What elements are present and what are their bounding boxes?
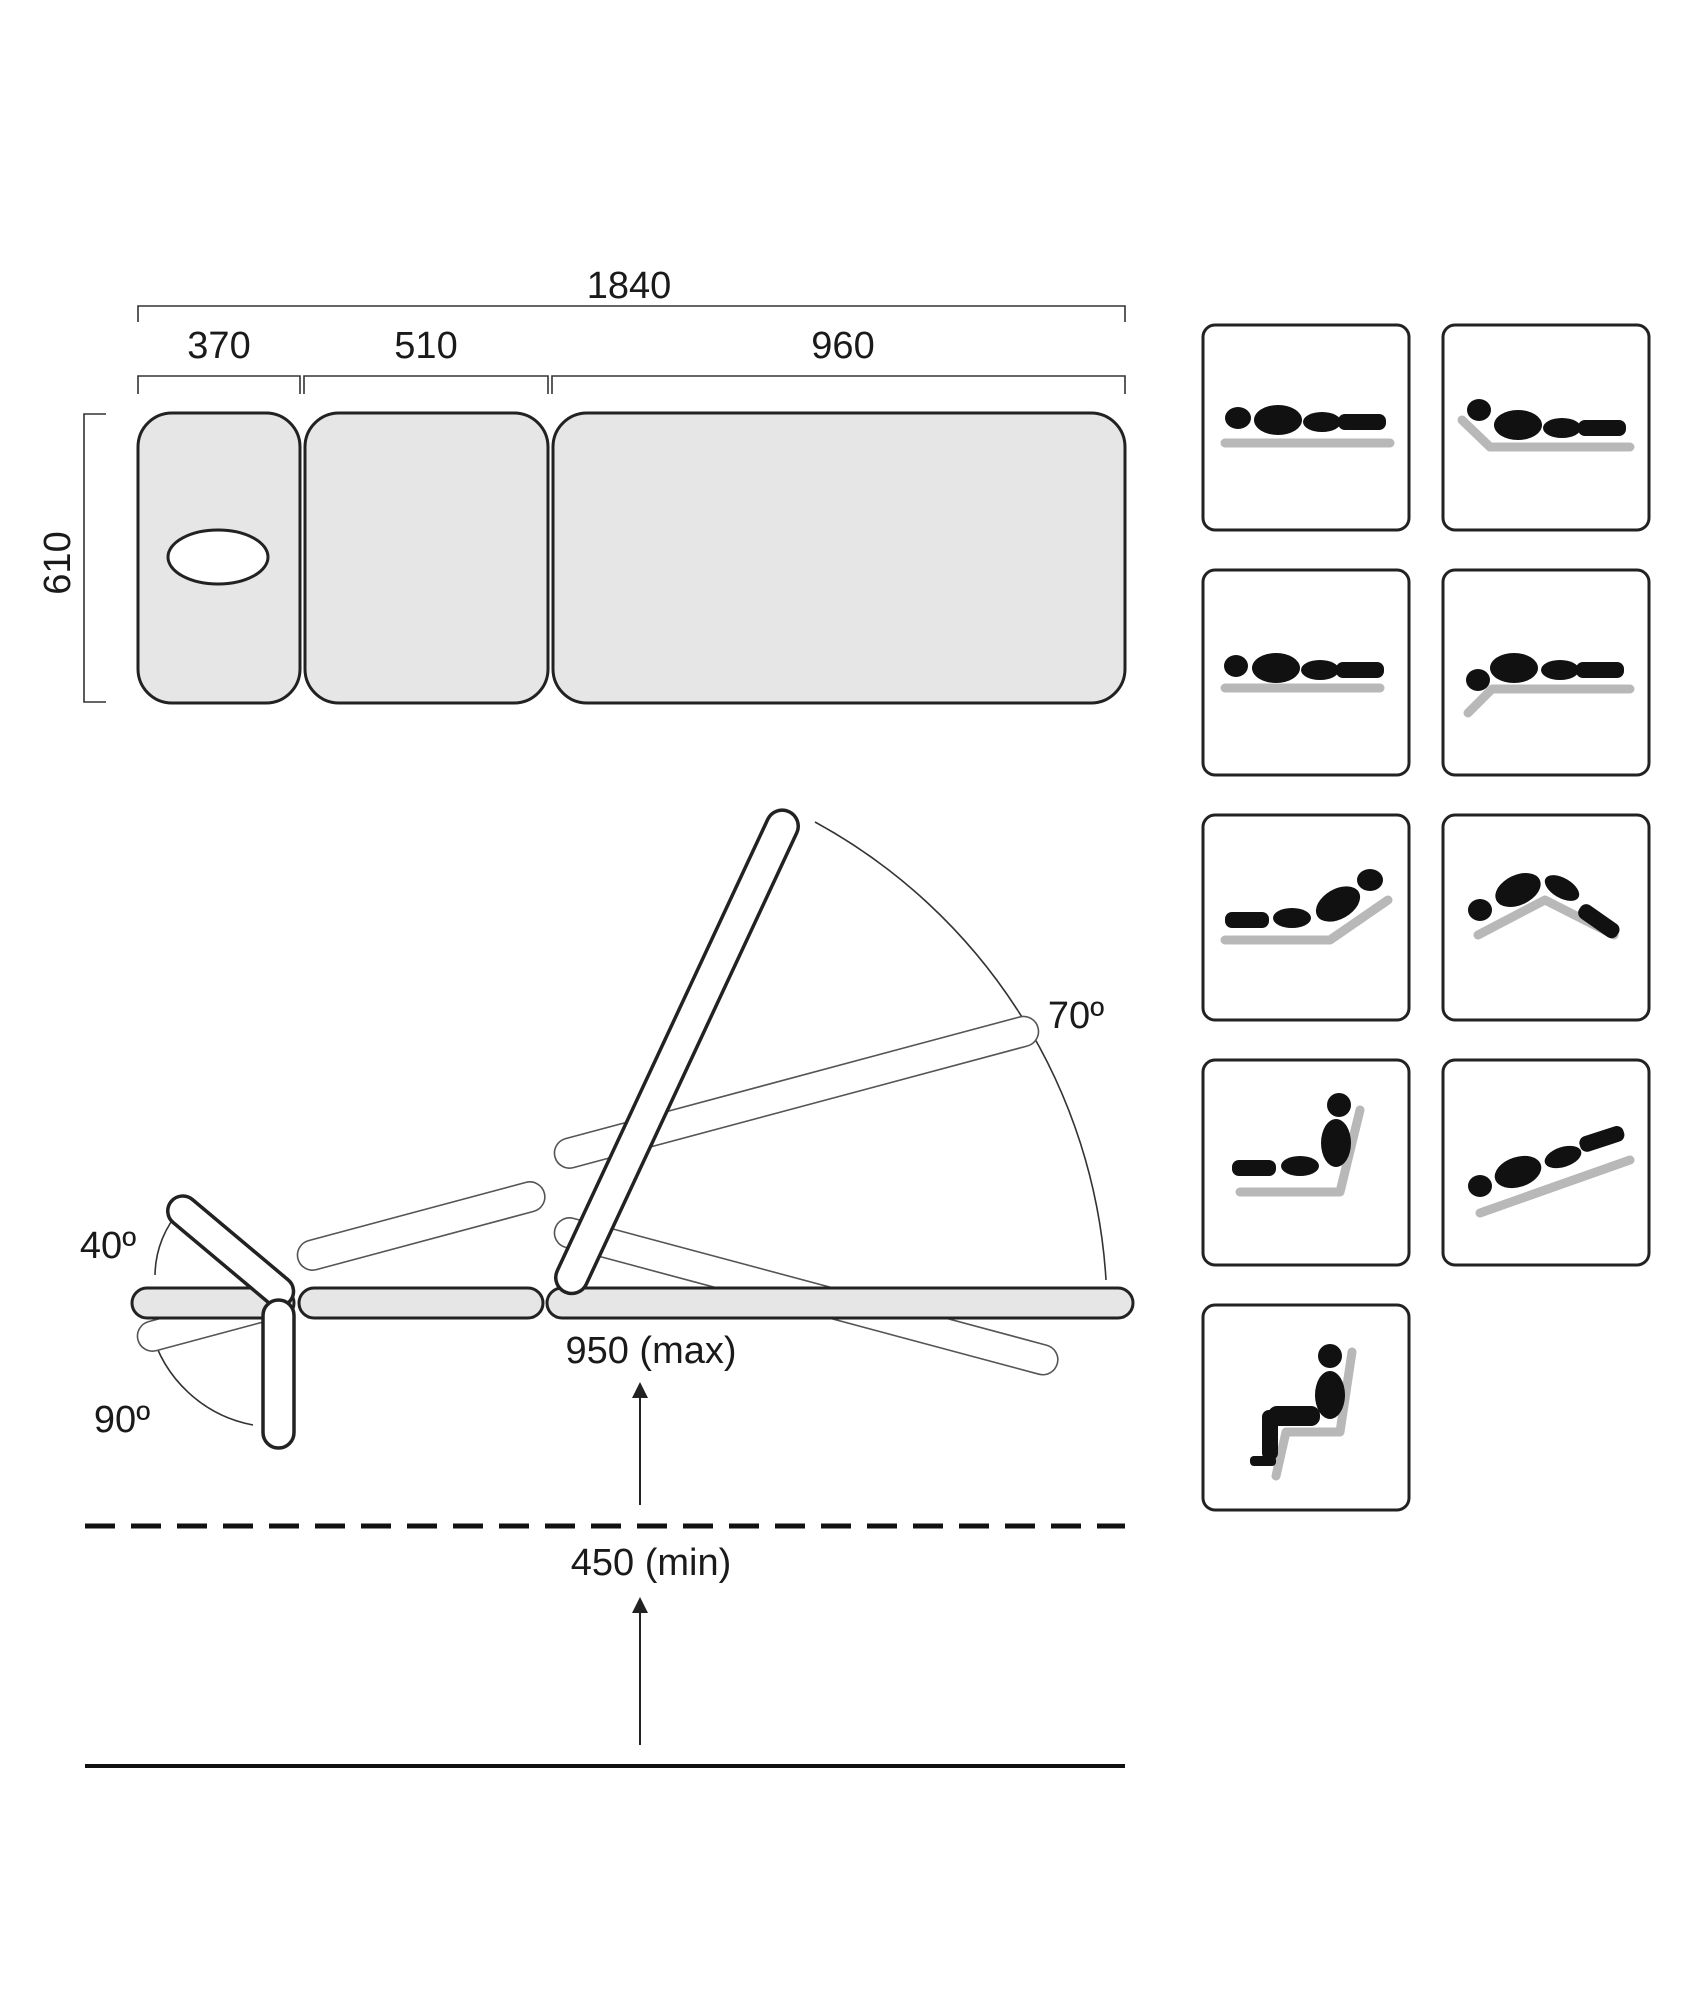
position-icons xyxy=(1201,323,1651,1512)
dimension-total-length: 1840 xyxy=(587,265,672,307)
position-card xyxy=(1441,323,1651,532)
position-card xyxy=(1201,813,1411,1022)
position-card xyxy=(1201,568,1411,777)
head-up-angle-label: 40º xyxy=(80,1225,136,1267)
long-sitting-icon xyxy=(1232,1093,1365,1197)
supine-flat-icon xyxy=(1220,405,1395,448)
dimension-middle-length: 510 xyxy=(394,325,457,367)
dimension-width: 610 xyxy=(37,531,79,594)
trendelenburg-icon xyxy=(1468,1125,1635,1218)
side-middle-section xyxy=(297,1286,545,1320)
middle-section xyxy=(303,411,550,705)
top-view: 1840 370 510 960 610 xyxy=(37,265,1127,705)
dimension-bracket-leg xyxy=(551,375,1126,394)
face-hole xyxy=(166,528,270,586)
dimension-bracket-width xyxy=(83,413,106,703)
position-card xyxy=(1201,1058,1411,1267)
back-angle-arc xyxy=(814,821,1107,1281)
head-down-angle-label: 90º xyxy=(94,1399,150,1441)
head-section-down xyxy=(261,1298,296,1450)
leg-section xyxy=(551,411,1127,705)
ghost-middle-section-raised xyxy=(296,1181,546,1271)
min-height-label: 450 (min) xyxy=(571,1542,732,1584)
supine-head-down-icon xyxy=(1457,399,1635,452)
max-height-label: 950 (max) xyxy=(565,1330,736,1372)
dimension-head-length: 370 xyxy=(187,325,250,367)
side-leg-section xyxy=(545,1286,1135,1320)
position-card xyxy=(1201,323,1411,532)
max-height-arrowhead xyxy=(632,1382,648,1398)
head-section-raised xyxy=(166,1194,296,1309)
position-card xyxy=(1441,813,1651,1022)
side-head-section xyxy=(130,1286,296,1320)
v-position-icon xyxy=(1468,873,1620,940)
back-angle-label: 70º xyxy=(1048,995,1104,1037)
dimension-leg-length: 960 xyxy=(811,325,874,367)
reclined-back-raised-icon xyxy=(1220,869,1393,945)
ghost-back-section-20deg xyxy=(553,1015,1040,1169)
dimension-bracket-total xyxy=(137,305,1126,322)
side-view: 70º 40º 90º 950 (max) 450 (min) xyxy=(80,808,1135,1768)
back-section-raised xyxy=(554,808,800,1296)
sitting-chair-icon xyxy=(1250,1344,1357,1481)
prone-flat-icon xyxy=(1220,653,1385,693)
dimension-bracket-middle xyxy=(303,375,549,394)
position-card xyxy=(1201,1303,1411,1512)
position-card xyxy=(1441,568,1651,777)
position-card xyxy=(1441,1058,1651,1267)
min-height-arrowhead xyxy=(632,1597,648,1613)
dimension-bracket-head xyxy=(137,375,301,394)
prone-head-down-icon xyxy=(1463,653,1635,718)
